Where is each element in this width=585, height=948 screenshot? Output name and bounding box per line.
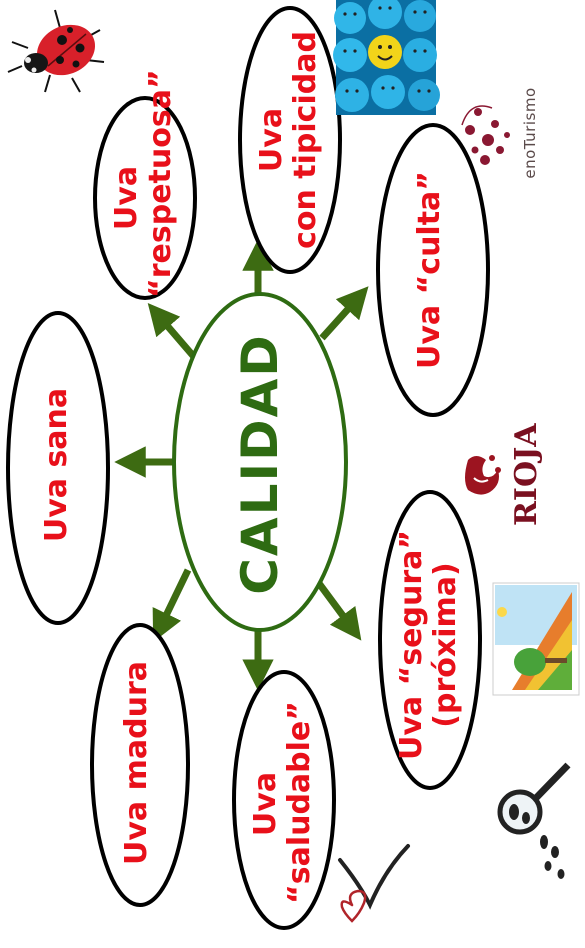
node-ellipse-saludable (232, 670, 336, 930)
arrow-to-madura (152, 568, 192, 643)
node-label-respetuosa: Uva “respetuosa” (109, 69, 180, 298)
node-line: Uva (254, 107, 289, 173)
node-ellipse-tipicidad (238, 6, 342, 274)
node-ellipse-sana (6, 311, 110, 625)
node-line: Uva “culta” (412, 170, 447, 370)
node-line: “saludable” (282, 701, 317, 904)
node-label-segura: Uva “segura” (próxima) (394, 529, 465, 760)
node-ellipse-segura (378, 490, 482, 790)
node-label-saludable: Uva “saludable” (248, 701, 319, 904)
node-line: Uva sana (39, 387, 74, 543)
node-label-tipicidad: Uva con tipicidad (254, 30, 325, 250)
node-ellipses (6, 6, 490, 930)
ladybug-image (7, 9, 105, 93)
food-safety-pyramid-image (492, 582, 580, 696)
arrow-to-segura (315, 579, 362, 641)
node-line: Uva (109, 165, 144, 231)
node-line: (próxima) (428, 562, 463, 728)
rioja-logo-text: RIOJA (509, 423, 544, 526)
center-ellipse (172, 292, 348, 632)
node-line: con tipicidad (288, 31, 323, 249)
enoturismo-logo-text: enoTurismo (521, 87, 539, 179)
check-heart-mark-image (338, 844, 410, 923)
node-line: Uva madura (119, 661, 154, 865)
magnifier-footprints-image (492, 740, 580, 880)
rioja-emblem-image (465, 455, 501, 495)
center-label: CALIDAD (231, 333, 289, 595)
arrow-to-respetuosa (147, 303, 198, 361)
arrows (114, 239, 369, 691)
node-label-sana: Uva sana (39, 370, 80, 560)
smiley-balls-image (333, 0, 440, 115)
node-line: Uva “segura” (394, 529, 429, 760)
enoturismo-grapes-image (461, 105, 510, 165)
node-ellipse-culta (376, 123, 490, 417)
node-label-madura: Uva madura (119, 661, 160, 865)
node-line: Uva (248, 771, 283, 837)
node-label-culta: Uva “culta” (412, 160, 453, 380)
arrow-to-culta (319, 286, 369, 341)
node-ellipse-madura (90, 623, 190, 907)
node-ellipse-respetuosa (93, 96, 197, 300)
node-line: “respetuosa” (143, 69, 178, 298)
